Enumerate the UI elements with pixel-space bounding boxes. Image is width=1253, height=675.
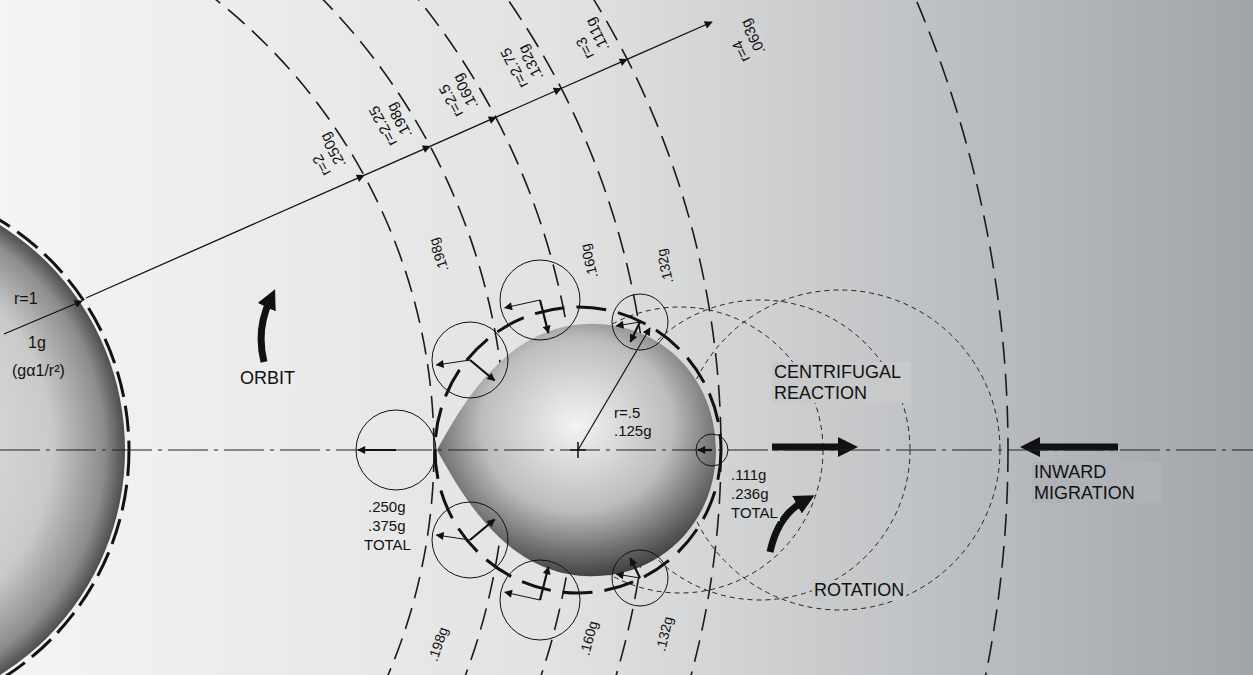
shell-label-pair: r=4.063g (720, 14, 769, 67)
force-circles (356, 260, 728, 640)
total-label: TOTAL (362, 536, 413, 553)
gravity-shells (0, 0, 1008, 675)
radius-label: r=.5 (614, 404, 640, 421)
motion-label: INWARD MIGRATION (1032, 462, 1161, 503)
gravity-value: .198g (424, 234, 452, 276)
body-radius-circle (435, 307, 721, 593)
planet-fill (0, 185, 125, 675)
shell-label-pair: r=2.250g (300, 128, 350, 181)
axis-line (0, 449, 1253, 450)
planet-sphere-shape (0, 185, 125, 675)
radius-label: r=1 (14, 290, 38, 308)
surface-arrow (4, 301, 82, 334)
gravity-value: .111g (729, 466, 768, 483)
moon-body: r=.5.125g (437, 322, 716, 578)
gravity-value: .132g (652, 245, 676, 287)
force-arrows (358, 300, 712, 600)
total-label: TOTAL (729, 504, 780, 521)
shell-label-pair: r=2.5.160g (433, 69, 483, 122)
motion-label: CENTRIFUGAL REACTION (772, 362, 911, 403)
moon-body-shape (437, 322, 716, 578)
gravity-value: .236g (729, 485, 771, 502)
gravity-value: .375g (366, 517, 408, 534)
gravity-value: .198g (424, 623, 452, 665)
shell-label-pair: r=2.75.132g (496, 36, 548, 94)
radius-line (86, 22, 712, 298)
gravity-value: .160g (576, 618, 601, 660)
gravity-value: .125g (614, 422, 652, 439)
motion-label: ORBIT (238, 368, 297, 389)
center-mark (570, 442, 586, 458)
body-radius-arrow (578, 328, 650, 450)
body-fill (437, 324, 716, 576)
gravity-value: .160g (576, 241, 601, 283)
planet-sphere: r=1 1g (gα1/r²) (0, 185, 125, 675)
planet-outline (0, 181, 129, 675)
gravity-value: 1g (28, 334, 46, 352)
gravity-value: .132g (652, 613, 676, 655)
shell-label-pair: r=2.25.198g (364, 94, 417, 152)
gravity-value: .250g (366, 498, 408, 515)
shell-label-pair: r=3.111g (565, 13, 614, 64)
motion-label: ROTATION (812, 580, 906, 601)
formula-label: (gα1/r²) (12, 362, 65, 380)
